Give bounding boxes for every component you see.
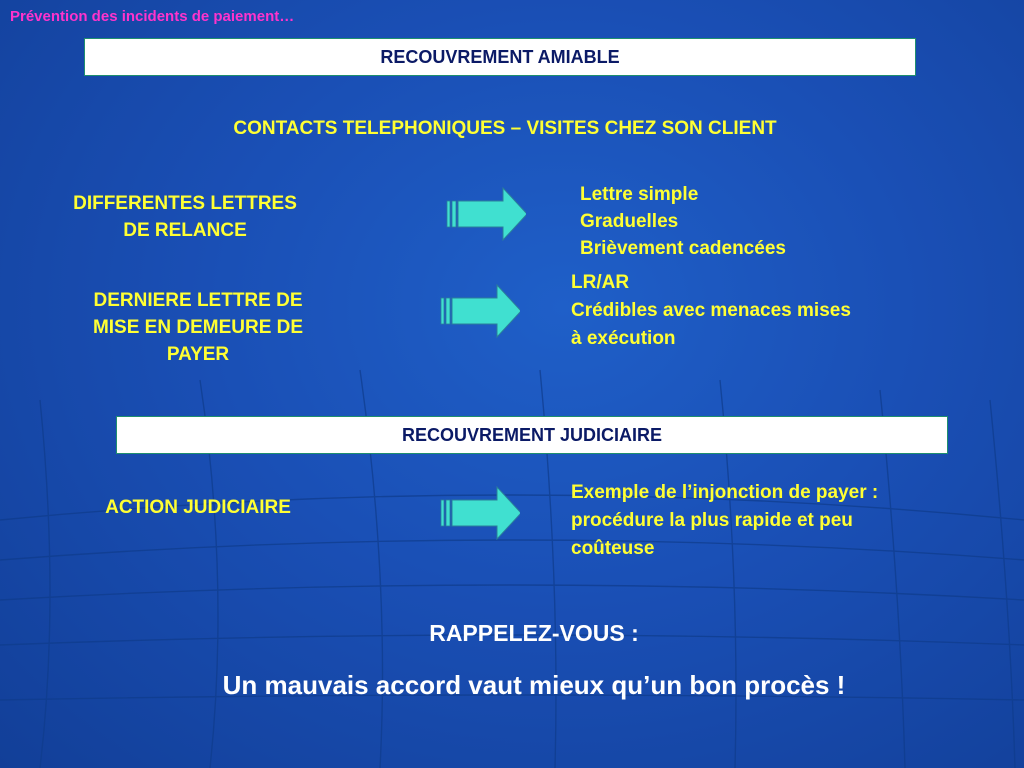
row2-right-line: LR/AR (571, 272, 630, 293)
slide-title: Prévention des incidents de paiement… (10, 8, 295, 25)
row2-left-text: DERNIERE LETTRE DE MISE EN DEMEURE DE PA… (48, 287, 348, 368)
row2-right-text: LR/AR Crédibles avec menaces mises à exé… (571, 269, 1011, 353)
row1-left-text: DIFFERENTES LETTRES DE RELANCE (30, 190, 340, 244)
judiciaire-right-line: procédure la plus rapide et peu (571, 510, 853, 531)
row1-right-line: Brièvement cadencées (580, 238, 786, 259)
amiable-subtitle: CONTACTS TELEPHONIQUES – VISITES CHEZ SO… (233, 118, 777, 139)
arrow-right-icon (440, 284, 520, 338)
row2-right-line: Crédibles avec menaces mises (571, 300, 851, 321)
judiciaire-right-line: coûteuse (571, 538, 655, 559)
reminder-title: RAPPELEZ-VOUS : (429, 620, 639, 646)
judiciaire-right-line: Exemple de l’injonction de payer : (571, 482, 879, 503)
reminder-quote: Un mauvais accord vaut mieux qu’un bon p… (222, 670, 846, 700)
row2-left-line: DERNIERE LETTRE DE (93, 290, 303, 311)
judiciaire-heading-box: RECOUVREMENT JUDICIAIRE (116, 416, 948, 454)
row1-left-line: DIFFERENTES LETTRES (73, 193, 297, 214)
judiciaire-left-text: ACTION JUDICIAIRE (105, 497, 291, 518)
arrow-right-icon (440, 486, 520, 540)
row1-right-line: Lettre simple (580, 184, 699, 205)
row1-left-line: DE RELANCE (123, 220, 247, 241)
row2-left-line: PAYER (166, 344, 230, 365)
row2-right-line: à exécution (571, 328, 676, 349)
judiciaire-right-text: Exemple de l’injonction de payer : procé… (571, 479, 1016, 563)
row1-right-text: Lettre simple Graduelles Brièvement cade… (580, 181, 1000, 262)
row1-right-line: Graduelles (580, 211, 679, 232)
arrow-right-icon (446, 187, 526, 241)
judiciaire-heading: RECOUVREMENT JUDICIAIRE (401, 425, 663, 445)
amiable-heading: RECOUVREMENT AMIABLE (380, 47, 620, 67)
amiable-heading-box: RECOUVREMENT AMIABLE (84, 38, 916, 76)
row2-left-line: MISE EN DEMEURE DE (92, 317, 304, 338)
